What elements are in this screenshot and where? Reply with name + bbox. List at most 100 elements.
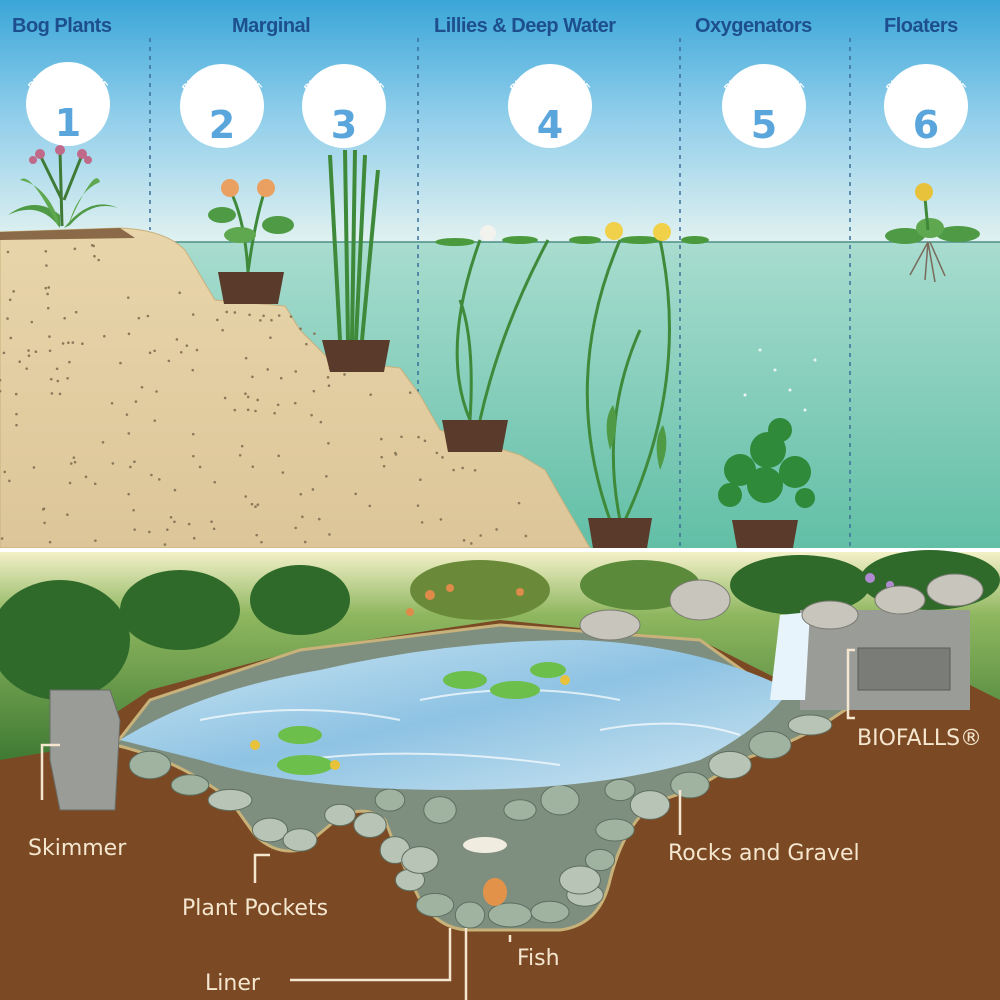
sand-dot [311, 488, 315, 491]
zone-number: 4 [537, 103, 563, 147]
sand-dot [369, 393, 373, 396]
label-plant-pockets: Plant Pockets [182, 896, 328, 921]
sand-dot [262, 314, 265, 318]
sand-dot [6, 250, 10, 254]
zone-badge-3: PLANTING ZONE 3 [302, 64, 386, 148]
rock [487, 902, 533, 928]
sand-dot [45, 264, 48, 267]
sand-dot [319, 420, 323, 424]
zone-number: 3 [331, 103, 357, 147]
heading-lillies-deep-water: Lillies & Deep Water [434, 15, 616, 37]
sand-dot [479, 534, 482, 537]
sand-dot [419, 478, 422, 482]
sand-dot [63, 316, 66, 320]
sand-dot [269, 336, 272, 339]
sand-dot [32, 466, 36, 469]
sand-dot [93, 254, 96, 258]
sand-dot [452, 468, 455, 472]
planting-basket [732, 520, 798, 548]
sand-dot [310, 413, 313, 417]
sand-dot [155, 390, 158, 393]
sand-dot [56, 379, 60, 383]
oxygenator-plant [718, 348, 817, 548]
sand-dot [423, 439, 427, 443]
sand-dot [223, 396, 227, 400]
label-skimmer: Skimmer [28, 836, 127, 861]
floating-plant [885, 183, 980, 283]
sand-dot [0, 378, 2, 382]
heading-bog-plants: Bog Plants [12, 15, 112, 37]
rock [128, 750, 172, 780]
sand-dot [293, 401, 297, 405]
rock [207, 788, 253, 812]
sand-dot [225, 310, 229, 314]
sand-dot [68, 481, 72, 485]
sand-dot [44, 286, 48, 290]
sand-dot [198, 465, 202, 469]
sand-dot [210, 520, 213, 524]
sand-dot [233, 408, 237, 412]
sand-dot [255, 533, 259, 537]
panel-divider [0, 548, 1000, 552]
sand-dot [266, 368, 269, 371]
sand-dot [46, 306, 50, 310]
sand-dot [400, 435, 403, 439]
sand-dot [517, 501, 521, 505]
sand-dot [18, 360, 21, 363]
sand-dot [72, 456, 76, 459]
sand-dot [41, 508, 45, 511]
sand-dot [0, 389, 2, 393]
sand-dot [380, 455, 383, 459]
sand-dot [240, 444, 244, 448]
sand-dot [301, 515, 304, 519]
sand-dot [12, 290, 15, 293]
sand-dot [68, 360, 71, 364]
zone-badge-1: PLANTING ZONE 1 [26, 62, 110, 146]
sand-dot [277, 314, 281, 317]
rock [604, 778, 636, 802]
sand-dot [140, 385, 144, 389]
sand-dot [14, 392, 18, 396]
sand-dot [303, 540, 307, 544]
sky [0, 0, 1000, 244]
sand-dot [48, 540, 52, 544]
sand-dot [368, 504, 372, 508]
rock [401, 846, 439, 874]
sand-dot [213, 480, 217, 484]
bog-soil [0, 228, 135, 240]
sand-dot [48, 335, 51, 338]
sand-dot [27, 354, 31, 358]
sand-dot [55, 367, 59, 371]
sand-dot [524, 534, 528, 538]
sand-dot [148, 530, 151, 534]
sand-dot [101, 440, 105, 444]
rock [584, 848, 616, 872]
sand-dot [238, 453, 242, 457]
sand-dot [126, 296, 130, 299]
sand-dot [277, 454, 280, 458]
sand-dot [256, 398, 259, 402]
rock [324, 803, 356, 827]
sand-dot [192, 454, 195, 458]
sand-dot [137, 316, 141, 320]
heading-marginal: Marginal [232, 15, 310, 37]
sand-dot [461, 466, 464, 470]
sand-dot [163, 543, 167, 546]
sand-dot [157, 478, 161, 481]
sand-dot [273, 411, 276, 415]
sand-dot [150, 473, 153, 477]
sand-dot [111, 462, 115, 465]
rock [670, 771, 710, 799]
sand-dot [134, 400, 138, 403]
rock [374, 788, 406, 812]
sand-dot [110, 402, 114, 405]
sand-dot [9, 336, 13, 340]
sand-dot [250, 502, 254, 506]
rock [415, 892, 455, 918]
rock [530, 900, 570, 924]
sand-dot [132, 508, 135, 512]
heading-floaters: Floaters [884, 15, 958, 37]
sand-dot [66, 513, 69, 516]
sand-dot [289, 315, 293, 318]
